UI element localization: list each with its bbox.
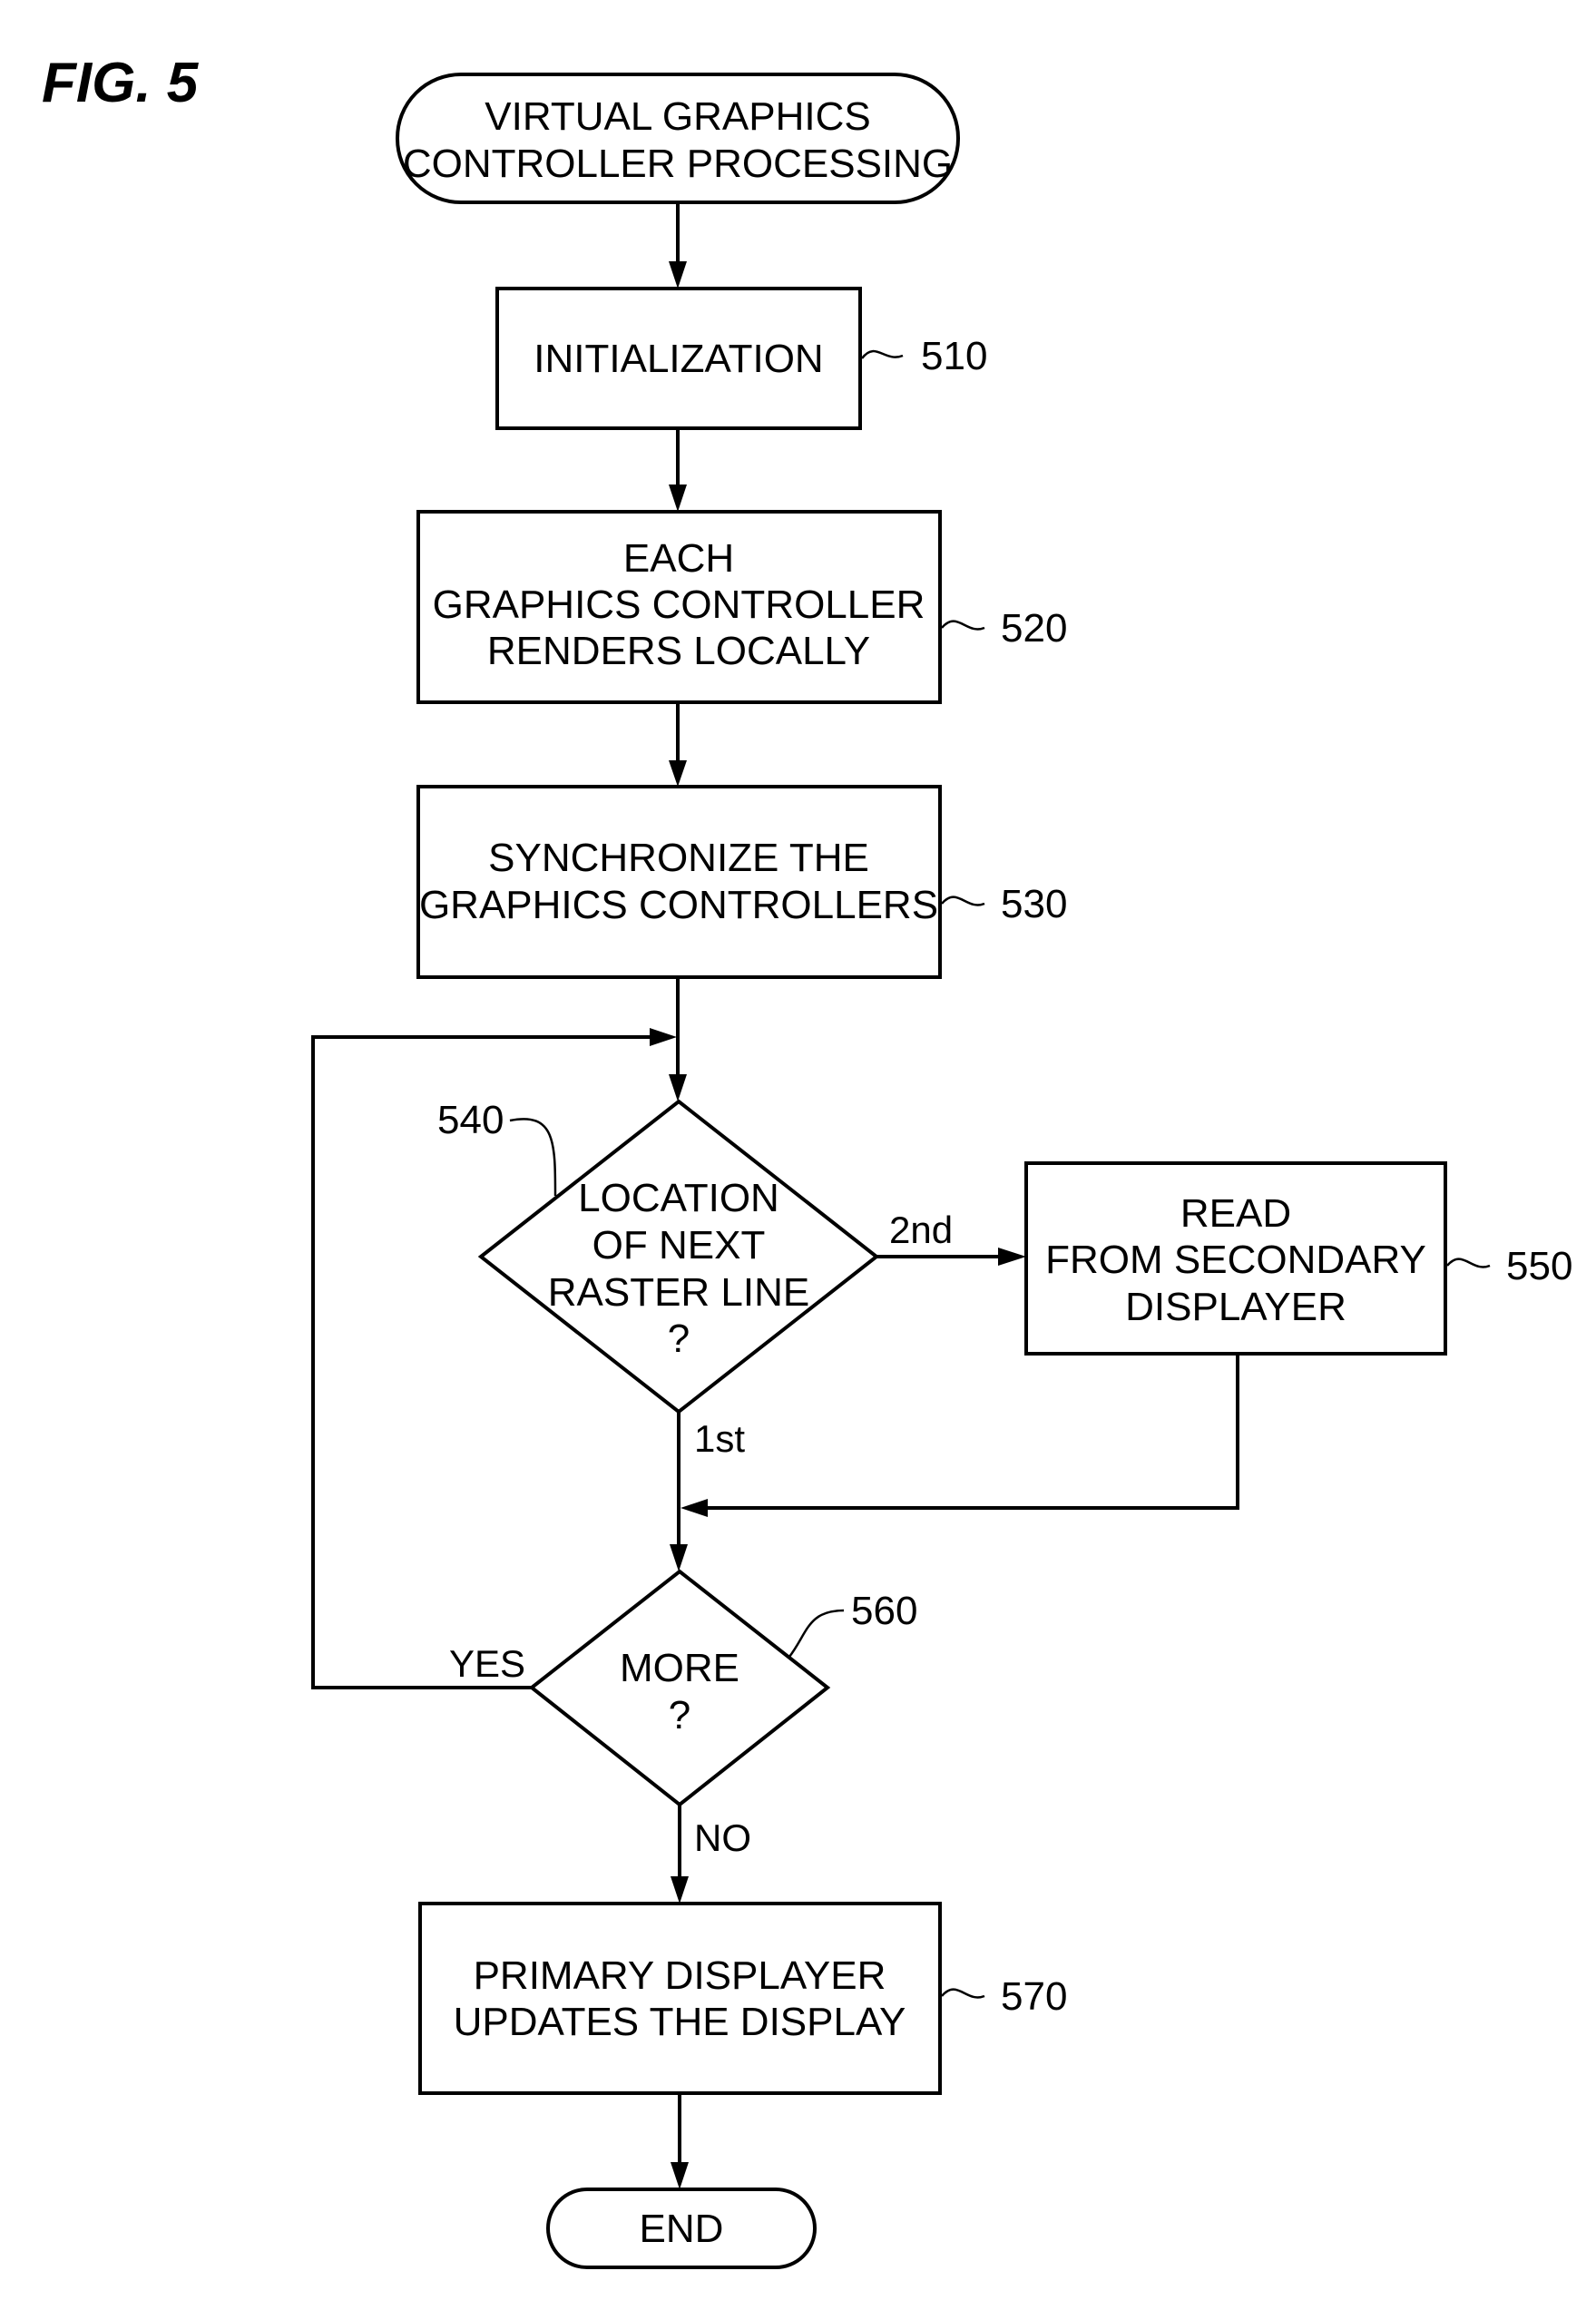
ref-leader-560 xyxy=(789,1610,844,1657)
n560-line-2: ? xyxy=(669,1693,690,1737)
arrowhead-icon xyxy=(669,1074,687,1101)
n530-line-2: GRAPHICS CONTROLLERS xyxy=(419,883,938,927)
arrowhead-icon xyxy=(681,1499,708,1517)
node-530-synchronize: SYNCHRONIZE THE GRAPHICS CONTROLLERS 530 xyxy=(418,787,1067,977)
start-line-1: VIRTUAL GRAPHICS xyxy=(485,94,870,139)
ref-leader-550 xyxy=(1447,1259,1490,1268)
n510-line-1: INITIALIZATION xyxy=(534,337,823,381)
edge-label-yes: YES xyxy=(449,1642,525,1685)
ref-510: 510 xyxy=(921,334,987,378)
ref-540: 540 xyxy=(437,1098,504,1142)
end-line-1: END xyxy=(640,2207,724,2251)
node-560-decision: MORE ? 560 xyxy=(532,1571,917,1805)
ref-570: 570 xyxy=(1001,1974,1067,2019)
n520-line-1: EACH xyxy=(623,536,734,581)
edge-550-return xyxy=(706,1354,1238,1508)
ref-leader-530 xyxy=(942,897,984,905)
n570-line-1: PRIMARY DISPLAYER xyxy=(474,1953,886,1998)
n540-line-4: ? xyxy=(668,1317,690,1361)
arrowhead-icon xyxy=(671,2162,689,2189)
arrowhead-icon xyxy=(670,1544,688,1571)
ref-520: 520 xyxy=(1001,606,1067,651)
node-510-initialization: INITIALIZATION 510 xyxy=(497,289,987,428)
n540-line-3: RASTER LINE xyxy=(548,1270,810,1315)
ref-550: 550 xyxy=(1506,1244,1572,1288)
n540-line-1: LOCATION xyxy=(578,1176,779,1220)
n520-line-2: GRAPHICS CONTROLLER xyxy=(433,582,925,627)
n570-line-2: UPDATES THE DISPLAY xyxy=(454,2000,906,2044)
edge-label-2nd: 2nd xyxy=(889,1209,953,1251)
n540-line-2: OF NEXT xyxy=(592,1223,766,1268)
node-start-terminal: VIRTUAL GRAPHICS CONTROLLER PROCESSING xyxy=(397,74,958,202)
ref-530: 530 xyxy=(1001,882,1067,926)
arrowhead-icon xyxy=(671,1876,689,1904)
start-line-2: CONTROLLER PROCESSING xyxy=(403,142,953,186)
figure-title: FIG. 5 xyxy=(42,52,200,114)
n530-line-1: SYNCHRONIZE THE xyxy=(488,836,869,880)
ref-560: 560 xyxy=(851,1589,917,1633)
n550-line-2: FROM SECONDARY xyxy=(1045,1238,1426,1282)
node-540-decision: LOCATION OF NEXT RASTER LINE ? 540 xyxy=(437,1098,876,1412)
arrowhead-icon xyxy=(998,1248,1026,1266)
ref-leader-540 xyxy=(510,1119,555,1196)
n520-line-3: RENDERS LOCALLY xyxy=(487,629,870,673)
node-end-terminal: END xyxy=(548,2189,815,2267)
node-550-read-secondary: READ FROM SECONDARY DISPLAYER 550 xyxy=(1026,1163,1572,1354)
node-520-render: EACH GRAPHICS CONTROLLER RENDERS LOCALLY… xyxy=(418,512,1067,702)
n560-line-1: MORE xyxy=(620,1646,739,1690)
arrowhead-icon xyxy=(669,485,687,512)
ref-leader-510 xyxy=(862,351,903,358)
node-570-update-display: PRIMARY DISPLAYER UPDATES THE DISPLAY 57… xyxy=(420,1904,1067,2093)
ref-leader-570 xyxy=(942,1990,984,1998)
n550-line-3: DISPLAYER xyxy=(1125,1285,1346,1329)
arrowhead-icon xyxy=(669,760,687,787)
edge-label-1st: 1st xyxy=(694,1417,745,1460)
ref-leader-520 xyxy=(942,622,984,630)
edge-label-no: NO xyxy=(694,1816,751,1859)
arrowhead-icon xyxy=(650,1028,677,1046)
arrowhead-icon xyxy=(669,261,687,289)
n550-line-1: READ xyxy=(1180,1191,1291,1236)
